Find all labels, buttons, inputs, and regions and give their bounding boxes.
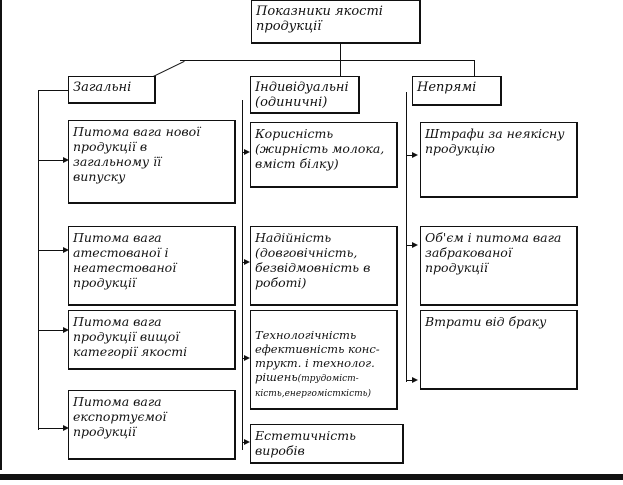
general-branch-2 [38,250,64,251]
indirect-branch-2 [406,245,416,246]
general-item-3: Питома вага продукції вищої категорії як… [68,310,236,370]
indirect-branch-1 [406,155,416,156]
top-horizontal-connector [180,60,474,61]
general-spine [38,90,39,430]
individual-spine [242,100,243,450]
individual-item-3-tail: (трудоміст- кість,енергомісткість) [255,374,372,399]
indirect-arrow-2 [412,242,418,248]
category-general-box: Загальні [68,76,156,104]
general-arrow-1 [63,157,69,163]
frame-bottom-border [0,474,623,480]
indirect-arrow-3 [412,377,418,383]
general-branch-3 [38,330,64,331]
indirect-spine [406,92,407,382]
general-spine-top [38,90,68,91]
root-down-connector [340,44,341,60]
root-box: Показники якості продукції [251,0,421,44]
general-item-1: Питома вага нової продукції в загальному… [68,120,236,204]
general-branch-4 [38,428,64,429]
individual-item-2: Надійність (довговічність, безвідмовніст… [250,226,398,306]
individual-item-1: Корисність (жирність молока, вміст білку… [250,122,398,188]
general-item-2: Питома вага атестованої і неатестованої … [68,226,236,306]
individual-arrow-1 [244,149,250,155]
individual-item-4: Естетичність виробів [250,424,404,464]
indirect-item-3: Втрати від браку [420,310,578,390]
frame-left-border [0,0,2,470]
individual-item-3-text: Технологічність ефективність конс- трукт… [255,328,380,384]
general-arrow-3 [63,327,69,333]
indirect-item-2: Об'єм і питома вага забракованої продукц… [420,226,578,306]
individual-item-3: Технологічність ефективність конс- трукт… [250,310,398,410]
individual-down-connector [340,60,341,78]
category-individual-box: Індивідуальні (одиничні) [250,76,360,114]
general-branch-1 [38,160,64,161]
individual-arrow-4 [244,439,250,445]
category-indirect-box: Непрямі [412,76,502,106]
general-arrow-2 [63,247,69,253]
general-arrow-4 [63,425,69,431]
individual-arrow-2 [244,259,250,265]
indirect-item-1: Штрафи за неякісну продукцію [420,122,578,198]
individual-arrow-3 [244,355,250,361]
general-item-4: Питома вага експортуємої продукції [68,390,236,460]
indirect-arrow-1 [412,152,418,158]
indirect-branch-3 [406,380,416,381]
indirect-down-connector [474,60,475,78]
